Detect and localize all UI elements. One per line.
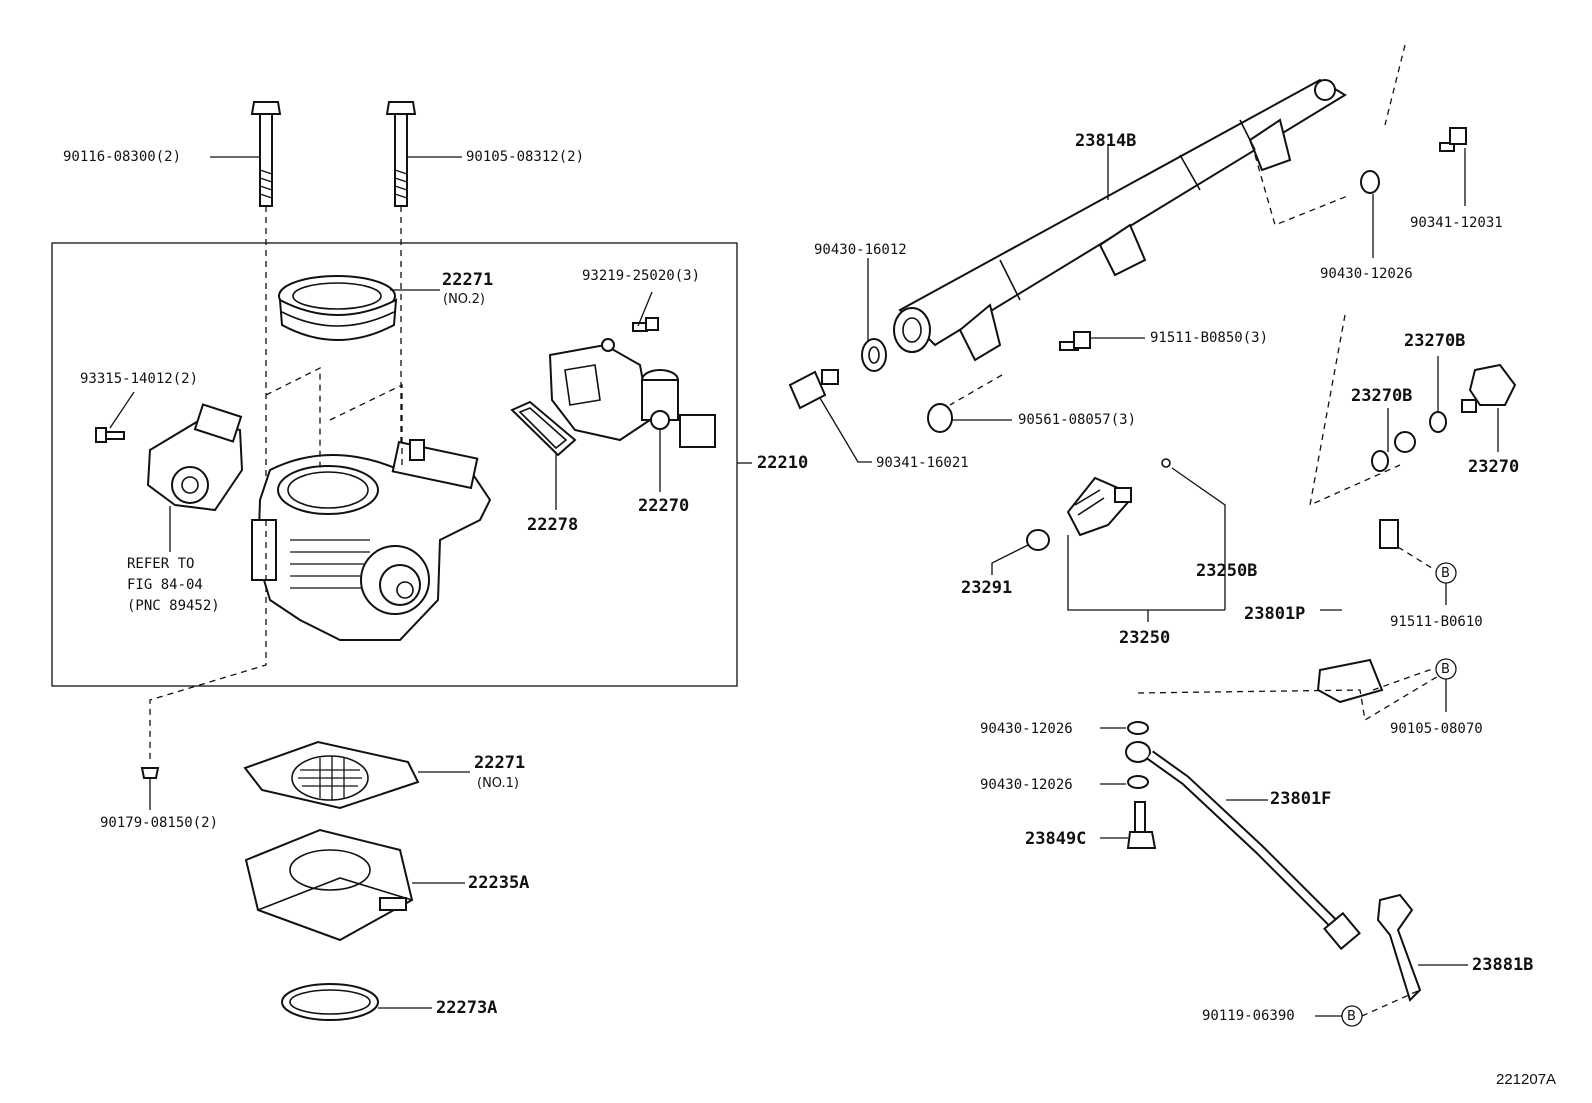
isc-valve-22270 bbox=[548, 338, 716, 448]
gasket-22271-no2 bbox=[278, 275, 398, 341]
bolt-23849C bbox=[1126, 801, 1157, 849]
spacer-22235A bbox=[244, 828, 414, 942]
bolt-90116 bbox=[250, 101, 282, 207]
leader-lines bbox=[109, 145, 1499, 1017]
label-fig-84-04: FIG 84-04 bbox=[127, 577, 203, 593]
gasket-22271-no1 bbox=[243, 740, 420, 810]
label-90430-12026-c: 90430-12026 bbox=[980, 777, 1073, 793]
label-90116: 90116-08300(2) bbox=[63, 149, 182, 165]
fuel-rail-23814B bbox=[893, 78, 1347, 362]
label-90105-08312: 90105-08312(2) bbox=[466, 149, 585, 165]
throttle-sensor bbox=[146, 403, 244, 512]
bolt-leader-lines bbox=[265, 206, 402, 520]
label-93219: 93219-25020(3) bbox=[582, 268, 701, 284]
label-22271-no2: 22271 bbox=[442, 270, 494, 290]
bolt-90341-12031 bbox=[1439, 127, 1467, 152]
label-23270B-a: 23270B bbox=[1404, 331, 1466, 351]
label-90561: 90561-08057(3) bbox=[1018, 412, 1137, 428]
bolt-90105 bbox=[385, 101, 417, 207]
leader-dashed-center bbox=[265, 366, 403, 470]
label-22270: 22270 bbox=[638, 496, 690, 516]
gasket-22278 bbox=[510, 400, 577, 457]
label-23801F: 23801F bbox=[1270, 789, 1332, 809]
ref-b-letter-3: B bbox=[1347, 1009, 1356, 1024]
gasket-90430-16012 bbox=[861, 338, 887, 372]
label-22271-no2-sub: (NO.2) bbox=[443, 292, 485, 307]
injector-23250 bbox=[1066, 476, 1132, 537]
rail-dashed-lines bbox=[1254, 44, 1406, 226]
label-90119: 90119-06390 bbox=[1202, 1008, 1295, 1024]
label-23250B: 23250B bbox=[1196, 561, 1258, 581]
label-91511-B0610: 91511-B0610 bbox=[1390, 614, 1483, 630]
label-90179: 90179-08150(2) bbox=[100, 815, 219, 831]
washer-23270B-b bbox=[1371, 450, 1389, 472]
ring-22273A bbox=[281, 983, 379, 1021]
label-91511-B0850: 91511-B0850(3) bbox=[1150, 330, 1269, 346]
label-23270: 23270 bbox=[1468, 457, 1520, 477]
label-23291: 23291 bbox=[961, 578, 1013, 598]
label-23814B: 23814B bbox=[1075, 131, 1137, 151]
throttle-body-22210 bbox=[251, 439, 492, 641]
label-23849C: 23849C bbox=[1025, 829, 1087, 849]
screw-93219 bbox=[632, 317, 659, 332]
label-pnc: (PNC 89452) bbox=[127, 598, 220, 614]
fuel-pipe-23801F bbox=[1125, 741, 1361, 951]
label-23801P: 23801P bbox=[1244, 604, 1306, 624]
screw-93315 bbox=[95, 427, 125, 443]
o-ring-23250B bbox=[1161, 458, 1171, 468]
label-22210: 22210 bbox=[757, 453, 809, 473]
pipe-dashed bbox=[1137, 314, 1441, 722]
spacer-dashed bbox=[949, 374, 1003, 406]
label-22271-no1-sub: (NO.1) bbox=[477, 776, 519, 791]
bolt-91511-B0850 bbox=[1059, 331, 1091, 351]
label-22271-no1: 22271 bbox=[474, 753, 526, 773]
label-23250: 23250 bbox=[1119, 628, 1171, 648]
clip-90179 bbox=[140, 767, 160, 779]
label-93315: 93315-14012(2) bbox=[80, 371, 199, 387]
label-90430-12026-b: 90430-12026 bbox=[980, 721, 1073, 737]
label-23270B-b: 23270B bbox=[1351, 386, 1413, 406]
label-22273A: 22273A bbox=[436, 998, 498, 1018]
spacer-90561 bbox=[927, 403, 953, 433]
label-90341-12031: 90341-12031 bbox=[1410, 215, 1503, 231]
gasket-90430-12026-c bbox=[1127, 775, 1149, 789]
ref-b-letter-1: B bbox=[1441, 566, 1450, 581]
bracket-23881B bbox=[1376, 893, 1422, 1002]
grommet-90430-12026-top bbox=[1360, 170, 1380, 194]
label-90430-12026-top: 90430-12026 bbox=[1320, 266, 1413, 282]
label-refer-to: REFER TO bbox=[127, 556, 195, 572]
union-23270 bbox=[1461, 363, 1517, 413]
o-ring-23291 bbox=[1026, 529, 1050, 551]
fuel-pipe-23801P bbox=[1316, 431, 1439, 704]
plug-90341-16021 bbox=[788, 369, 839, 410]
gasket-90430-12026-b bbox=[1127, 721, 1149, 735]
figure-number: 221207A bbox=[1496, 1071, 1557, 1088]
ref-b-letter-2: B bbox=[1441, 662, 1450, 677]
label-90105-08070: 90105-08070 bbox=[1390, 721, 1483, 737]
label-90430-16012: 90430-16012 bbox=[814, 242, 907, 258]
b-ref-dashed bbox=[1372, 546, 1436, 691]
throttle-body-group-box bbox=[51, 242, 738, 687]
label-22278: 22278 bbox=[527, 515, 579, 535]
label-23881B: 23881B bbox=[1472, 955, 1534, 975]
label-22235A: 22235A bbox=[468, 873, 530, 893]
washer-23270B-a bbox=[1429, 411, 1447, 433]
label-90341-16021: 90341-16021 bbox=[876, 455, 969, 471]
